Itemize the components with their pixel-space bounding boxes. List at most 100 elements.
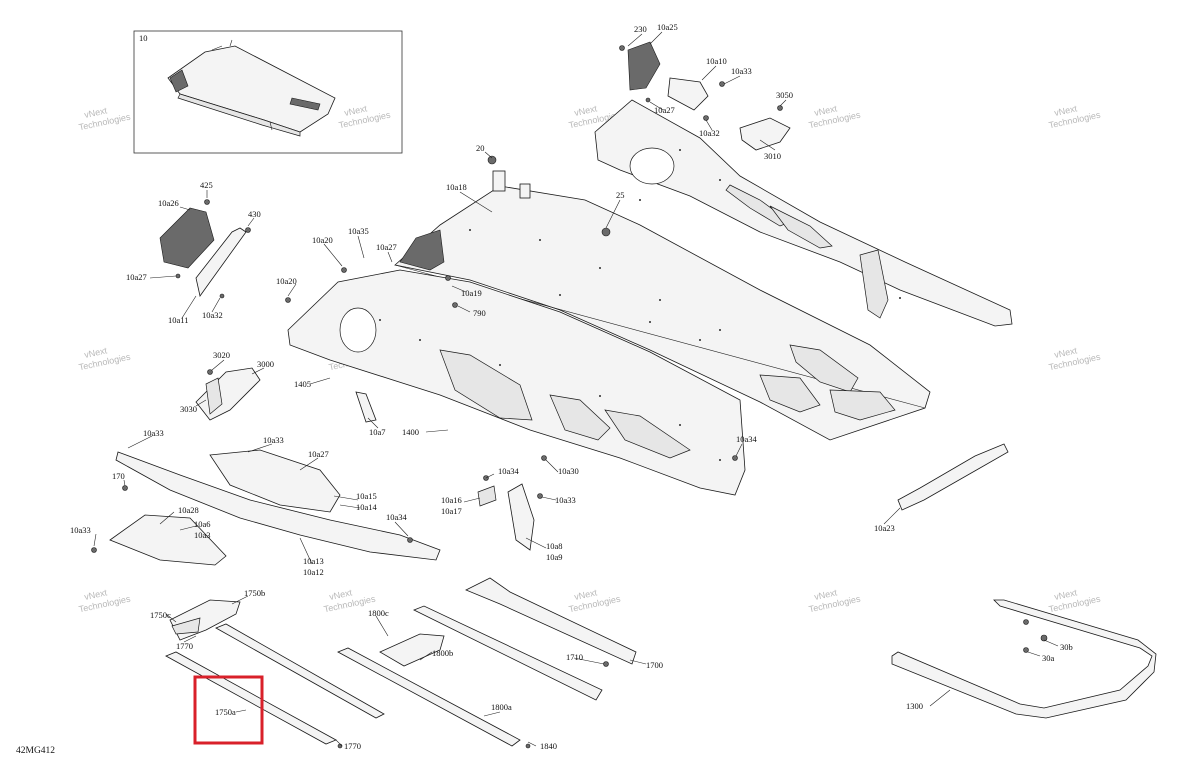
callout-10a16: 10a16 bbox=[441, 495, 462, 505]
callout-10a19: 10a19 bbox=[461, 288, 482, 298]
bracket-3030 bbox=[205, 377, 223, 415]
bracket-10a8 bbox=[507, 483, 535, 551]
callout-1405: 1405 bbox=[294, 379, 311, 389]
rivet-10a27 bbox=[645, 97, 651, 103]
watermark-line-1: vNext bbox=[328, 587, 353, 602]
callout-1400: 1400 bbox=[402, 427, 419, 437]
bumper-frame bbox=[891, 599, 1157, 719]
rear-bumper-1300 bbox=[891, 599, 1157, 719]
callout-10a27-left: 10a27 bbox=[126, 272, 147, 282]
screw-3050 bbox=[777, 105, 783, 111]
callout-10a34-a: 10a34 bbox=[386, 512, 408, 522]
callout-30b: 30b bbox=[1060, 642, 1073, 652]
bracket-10a7 bbox=[355, 391, 377, 423]
inset-tunnel-side bbox=[177, 93, 301, 137]
bracket-1800b bbox=[379, 633, 445, 667]
screw-430 bbox=[245, 227, 251, 233]
callout-3030: 3030 bbox=[180, 404, 197, 414]
callout-10a34-b: 10a34 bbox=[736, 434, 758, 444]
callout-20: 20 bbox=[476, 143, 485, 153]
watermark: vNext Technologies bbox=[78, 345, 132, 372]
callout-10a14: 10a14 bbox=[356, 502, 378, 512]
screw-1710 bbox=[603, 661, 609, 667]
rivet-10a19 bbox=[445, 275, 451, 281]
callout-10a32-left: 10a32 bbox=[202, 310, 223, 320]
middle-left-brackets bbox=[195, 367, 377, 423]
callout-10a27-top: 10a27 bbox=[654, 105, 675, 115]
callout-10a33-c: 10a33 bbox=[70, 525, 91, 535]
leader-lines bbox=[93, 31, 1059, 747]
bracket-1750c bbox=[171, 617, 201, 635]
callout-10a33-d: 10a33 bbox=[555, 495, 576, 505]
deck-holes bbox=[379, 149, 901, 461]
screw-10a33-lower bbox=[91, 547, 97, 553]
watermark-line-1: vNext bbox=[573, 587, 598, 602]
rail-1800a bbox=[337, 647, 521, 747]
watermark-line-1: vNext bbox=[813, 587, 838, 602]
watermark-line-1: vNext bbox=[1053, 345, 1078, 360]
callout-1750b: 1750b bbox=[244, 588, 265, 598]
watermark: vNext Technologies bbox=[1048, 345, 1102, 372]
slide-rail-parts bbox=[165, 577, 637, 749]
washer-30b bbox=[1040, 634, 1048, 642]
callout-10a13: 10a13 bbox=[303, 556, 324, 566]
callout-10a18: 10a18 bbox=[446, 182, 467, 192]
watermark-line-1: vNext bbox=[573, 103, 598, 118]
callout-10a8: 10a8 bbox=[546, 541, 563, 551]
callout-10a34-c: 10a34 bbox=[498, 466, 520, 476]
callout-1750c: 1750c bbox=[150, 610, 171, 620]
callout-10a27-lower: 10a27 bbox=[308, 449, 329, 459]
callout-10a10: 10a10 bbox=[706, 56, 727, 66]
bracket-3000 bbox=[195, 367, 261, 421]
diagram-reference-code: 42MG412 bbox=[16, 746, 55, 756]
callout-10a23: 10a23 bbox=[874, 523, 895, 533]
callout-10a9: 10a9 bbox=[546, 552, 563, 562]
deck-cutout-2 bbox=[759, 374, 821, 413]
side-wall-vent-2 bbox=[549, 394, 611, 441]
bracket-10a16 bbox=[477, 485, 497, 507]
watermark-line-1: vNext bbox=[343, 103, 368, 118]
watermark-line-1: vNext bbox=[83, 105, 108, 120]
watermark-line-1: vNext bbox=[83, 345, 108, 360]
main-tunnel-assembly bbox=[287, 99, 1013, 496]
grommet-25 bbox=[601, 227, 611, 237]
side-wall-vent-1 bbox=[439, 349, 533, 421]
watermark-line-1: vNext bbox=[83, 587, 108, 602]
screw-230 bbox=[619, 45, 625, 51]
rivet-10a30 bbox=[541, 455, 547, 461]
bracket-3010 bbox=[739, 117, 791, 151]
callout-10a27-mid: 10a27 bbox=[376, 242, 397, 252]
watermark: vNext Technologies bbox=[1048, 587, 1102, 614]
running-board-10a13 bbox=[115, 451, 441, 561]
front-heat-shield bbox=[399, 229, 445, 271]
callout-1710: 1710 bbox=[566, 652, 583, 662]
front-left-brackets bbox=[159, 199, 458, 308]
callout-10a3: 10a3 bbox=[194, 530, 211, 540]
callout-1770-b: 1770 bbox=[344, 741, 361, 751]
screw-170 bbox=[122, 485, 128, 491]
watermark: vNext Technologies bbox=[1048, 103, 1102, 130]
callout-1840: 1840 bbox=[540, 741, 557, 751]
callout-10a12: 10a12 bbox=[303, 567, 324, 577]
screw-425 bbox=[204, 199, 210, 205]
rear-extension-vent-1 bbox=[725, 184, 791, 227]
callout-30a: 30a bbox=[1042, 653, 1055, 663]
rivet-10a20-a bbox=[341, 267, 347, 273]
side-wall-opening bbox=[339, 307, 377, 353]
inset-detail-lines bbox=[211, 39, 273, 131]
rivet-10a20-b bbox=[285, 297, 291, 303]
screw-10a34-lower bbox=[407, 537, 413, 543]
watermark: vNext Technologies bbox=[808, 103, 862, 130]
watermark: vNext Technologies bbox=[78, 587, 132, 614]
rail-bracket-10a23 bbox=[897, 443, 1009, 511]
callout-430: 430 bbox=[248, 209, 261, 219]
callout-10a26: 10a26 bbox=[158, 198, 179, 208]
callout-10a25: 10a25 bbox=[657, 22, 678, 32]
filler-neck-rear bbox=[519, 183, 531, 199]
callout-3020: 3020 bbox=[213, 350, 230, 360]
highlight-box-1750a bbox=[193, 675, 264, 745]
rivet-10a32-left bbox=[219, 293, 225, 299]
rear-extension-cutout bbox=[629, 147, 675, 185]
bracket-10a10 bbox=[667, 77, 709, 111]
